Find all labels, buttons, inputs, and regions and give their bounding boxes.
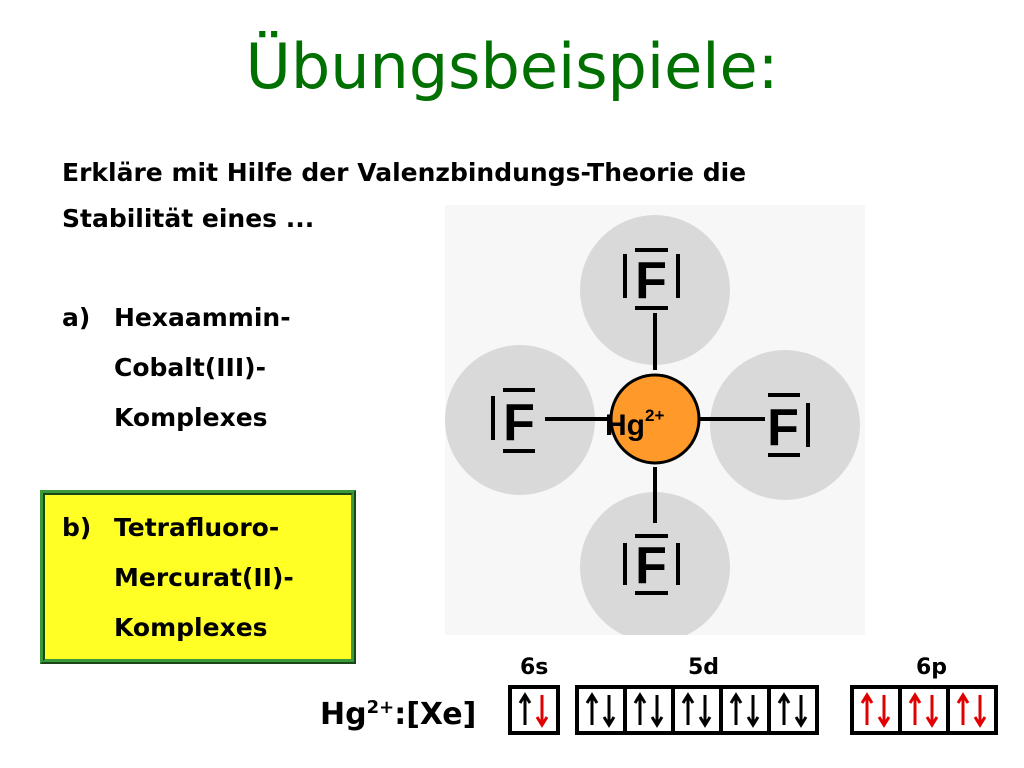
ligand-disc-left bbox=[445, 345, 595, 495]
complex-diagram: Hg2+ F F F F bbox=[445, 205, 865, 635]
orbital-box-6s-1 bbox=[508, 685, 560, 735]
orbital-box-5d-4 bbox=[719, 685, 771, 735]
ligand-f-right-label: F bbox=[767, 399, 799, 457]
orbital-box-6p-1 bbox=[850, 685, 902, 735]
spin-up-arrow-6p-1 bbox=[860, 692, 874, 725]
item-a-marker: a) bbox=[62, 303, 91, 332]
hg-center-disc bbox=[609, 373, 701, 465]
spin-up-arrow-6s-1 bbox=[518, 692, 532, 725]
intro-text: Erkläre mit Hilfe der Valenzbindungs-The… bbox=[62, 150, 902, 242]
ligand-f-right: F bbox=[767, 393, 810, 457]
item-a-line-2: Cobalt(III)- bbox=[114, 353, 266, 382]
spin-up-arrow-6p-2 bbox=[908, 692, 922, 725]
spin-down-arrow-5d-5 bbox=[794, 695, 808, 728]
item-a-line-1: Hexaammin- bbox=[114, 303, 291, 332]
item-a-line-3: Komplexes bbox=[114, 403, 268, 432]
ligand-f-left-label: F bbox=[503, 394, 535, 452]
item-b-marker: b) bbox=[62, 513, 92, 542]
intro-line-2: Stabilität eines ... bbox=[62, 204, 315, 233]
spin-down-arrow-5d-1 bbox=[602, 695, 616, 728]
spin-down-arrow-5d-3 bbox=[698, 695, 712, 728]
page-title: Übungsbeispiele: bbox=[245, 30, 779, 103]
spin-up-arrow-5d-1 bbox=[585, 692, 599, 725]
ligand-disc-top bbox=[580, 215, 730, 365]
spin-down-arrow-5d-2 bbox=[650, 695, 664, 728]
ion-label: Hg2+:[Xe] bbox=[320, 697, 477, 732]
spin-up-arrow-5d-4 bbox=[729, 692, 743, 725]
orbital-box-5d-2 bbox=[623, 685, 675, 735]
spin-up-arrow-6p-3 bbox=[956, 692, 970, 725]
orbital-label-6p: 6p bbox=[916, 655, 948, 680]
spin-up-arrow-5d-3 bbox=[681, 692, 695, 725]
spin-down-arrow-5d-4 bbox=[746, 695, 760, 728]
ligand-f-bottom: F bbox=[623, 534, 680, 595]
spin-down-arrow-6s-1 bbox=[535, 695, 549, 728]
orbital-box-5d-5 bbox=[767, 685, 819, 735]
intro-line-1: Erkläre mit Hilfe der Valenzbindungs-The… bbox=[62, 158, 747, 187]
spin-up-arrow-5d-5 bbox=[777, 692, 791, 725]
item-b-line-1: Tetrafluoro- bbox=[114, 513, 280, 542]
spin-down-arrow-6p-1 bbox=[877, 695, 891, 728]
orbital-boxes bbox=[508, 685, 998, 735]
electron-configuration: Hg2+:[Xe] 6s 5d 6p bbox=[320, 655, 1020, 755]
item-b-line-2: Mercurat(II)- bbox=[114, 563, 294, 592]
ligand-f-bottom-label: F bbox=[635, 537, 667, 595]
orbital-label-5d: 5d bbox=[688, 655, 720, 680]
orbital-label-6s: 6s bbox=[520, 655, 549, 680]
orbital-box-6p-2 bbox=[898, 685, 950, 735]
spin-down-arrow-6p-3 bbox=[973, 695, 987, 728]
ligand-disc-right bbox=[710, 350, 860, 500]
highlight-box bbox=[40, 490, 356, 664]
hg-center-label: Hg2+ bbox=[605, 406, 664, 442]
ligand-f-top-label: F bbox=[635, 252, 667, 310]
orbital-box-5d-3 bbox=[671, 685, 723, 735]
spin-down-arrow-6p-2 bbox=[925, 695, 939, 728]
ligand-f-top: F bbox=[623, 248, 680, 310]
spin-up-arrow-5d-2 bbox=[633, 692, 647, 725]
ligand-disc-bottom bbox=[580, 492, 730, 635]
ligand-f-left: F bbox=[491, 388, 535, 453]
item-b-line-3: Komplexes bbox=[114, 613, 268, 642]
orbital-box-6p-3 bbox=[946, 685, 998, 735]
orbital-box-5d-1 bbox=[575, 685, 627, 735]
